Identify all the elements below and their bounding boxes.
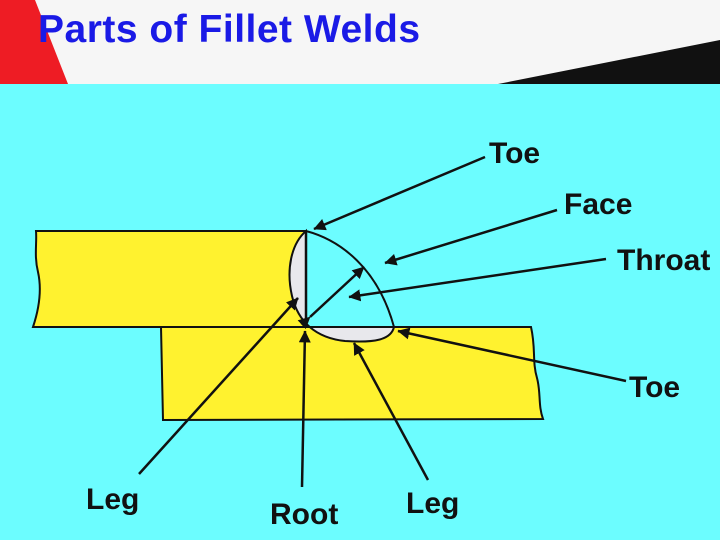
label-leg-left: Leg — [86, 483, 139, 516]
leader-face — [384, 208, 558, 266]
top-plate — [31, 230, 307, 328]
label-face: Face — [564, 188, 632, 221]
bottom-plate — [159, 326, 545, 422]
label-throat: Throat — [617, 244, 710, 277]
leader-throat — [348, 257, 607, 302]
leader-toe-bottom — [397, 327, 627, 383]
leader-lines — [138, 155, 627, 488]
label-toe-top: Toe — [489, 137, 540, 170]
leader-leg-right — [352, 342, 430, 481]
label-leg-right: Leg — [406, 487, 459, 520]
leader-root — [298, 330, 311, 488]
black-swoosh-accent — [498, 40, 720, 84]
leader-toe-top — [313, 155, 486, 231]
weld-bead — [288, 228, 396, 343]
red-corner-accent — [0, 0, 68, 84]
label-toe-bottom: Toe — [629, 371, 680, 404]
leader-leg-left — [138, 297, 299, 475]
throat-dimension-arrow — [297, 266, 365, 330]
slide-title: Parts of Fillet Welds — [38, 8, 421, 51]
label-root: Root — [270, 498, 338, 531]
weld-face-line — [305, 230, 395, 328]
